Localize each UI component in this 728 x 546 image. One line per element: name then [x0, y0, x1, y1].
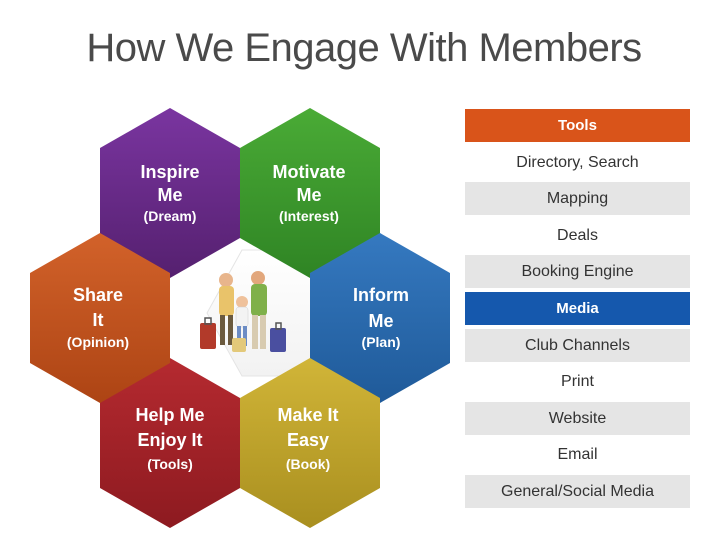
hex-inspire-line2: Me — [157, 185, 182, 205]
hex-inform-line1: Inform — [353, 285, 409, 305]
hex-enjoy-line2: Enjoy It — [137, 430, 202, 450]
hex-share-line2: It — [93, 310, 104, 330]
hex-inform-sub: (Plan) — [362, 334, 401, 350]
hex-inform-line2: Me — [368, 311, 393, 331]
hex-motivate-line2: Me — [296, 185, 321, 205]
hexagon-share-it: Share It (Opinion) — [30, 233, 170, 403]
hexagon-inspire-me: Inspire Me (Dream) — [100, 108, 240, 278]
hex-easy-sub: (Book) — [286, 456, 330, 472]
family-travelers-illustration — [200, 271, 286, 352]
tools-item: Booking Engine — [465, 255, 690, 289]
media-item: Club Channels — [465, 328, 690, 362]
hex-enjoy-line1: Help Me — [135, 405, 204, 425]
tools-item: Directory, Search — [465, 145, 690, 179]
media-item: Print — [465, 365, 690, 399]
hex-share-line1: Share — [73, 285, 123, 305]
hex-inspire-sub: (Dream) — [144, 208, 197, 224]
hex-share-sub: (Opinion) — [67, 334, 129, 350]
media-item: Website — [465, 401, 690, 435]
hex-easy-line2: Easy — [287, 430, 329, 450]
hex-easy-line1: Make It — [277, 405, 338, 425]
hex-inspire-line1: Inspire — [140, 162, 199, 182]
hexagon-motivate-me: Motivate Me (Interest) — [240, 108, 380, 278]
page-title: How We Engage With Members — [86, 26, 642, 70]
hex-motivate-sub: (Interest) — [279, 208, 339, 224]
hex-enjoy-sub: (Tools) — [147, 456, 193, 472]
hexagon-make-it-easy: Make It Easy (Book) — [240, 358, 380, 528]
hexagon-help-me-enjoy-it: Help Me Enjoy It (Tools) — [100, 358, 240, 528]
channels-list: Tools Directory, Search Mapping Deals Bo… — [465, 109, 690, 512]
tools-item: Mapping — [465, 182, 690, 216]
media-item: Email — [465, 438, 690, 472]
hex-motivate-line1: Motivate — [272, 162, 345, 182]
tools-header: Tools — [465, 109, 690, 142]
hexagon-inform-me: Inform Me (Plan) — [310, 233, 450, 403]
tools-item: Deals — [465, 218, 690, 252]
media-item: General/Social Media — [465, 474, 690, 508]
media-header: Media — [465, 291, 690, 325]
